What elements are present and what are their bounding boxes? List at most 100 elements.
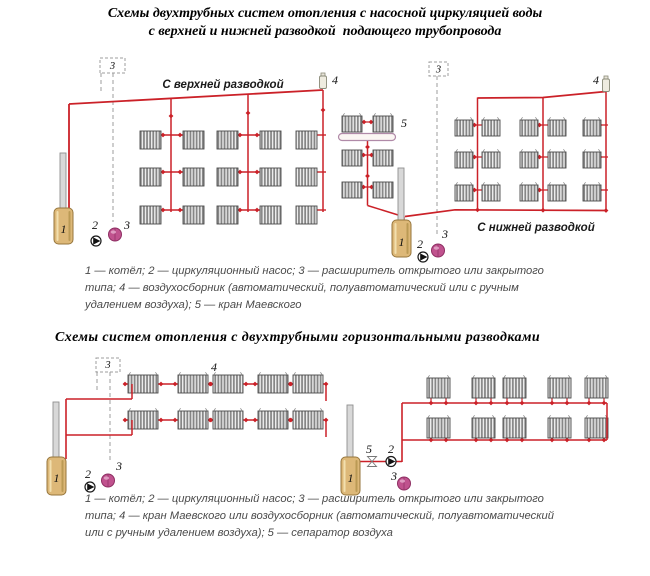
chimney [52, 401, 60, 458]
legend-line: типа; 4 — кран Маевского или воздухосбор… [85, 510, 554, 522]
chimney [346, 404, 354, 458]
radiator [502, 417, 527, 439]
maevsky-valve-icon [455, 181, 473, 185]
radiator [139, 205, 162, 225]
maevsky-valve-icon [213, 371, 243, 375]
label-maevsky-valve: 5 [401, 116, 407, 130]
maevsky-valve-icon [503, 414, 526, 418]
legend-line: 1 — котёл; 2 — циркуляционный насос; 3 —… [85, 265, 544, 277]
radiator [259, 167, 282, 187]
radiator [127, 374, 159, 394]
maevsky-valve-icon [293, 371, 323, 375]
label-expansion-tank: 3 [441, 227, 448, 241]
maevsky-valve-icon [342, 112, 362, 116]
maevsky-valve-icon [293, 407, 323, 411]
radiator [372, 149, 394, 167]
label-expansion-tank: 3 [123, 218, 130, 232]
legend-line: 1 — котёл; 2 — циркуляционный насос; 3 —… [85, 493, 544, 505]
labels-upper-distribution: 3 С верхней разводкой 4 1 2 3 [61, 61, 339, 236]
label-pump: 2 [388, 442, 394, 456]
maevsky-valve-icon [455, 148, 473, 152]
radiator [519, 184, 539, 202]
chimney [397, 167, 405, 221]
maevsky-valve-icon [482, 116, 500, 120]
main-title-line2: с верхней и нижней разводкой подающего т… [148, 23, 502, 39]
legend-top: 1 — котёл; 2 — циркуляционный насос; 3 —… [85, 263, 544, 314]
radiator [547, 151, 567, 169]
labels-lower-distribution: 5 3 4 1 2 3 С нижней разводкой [399, 65, 600, 252]
radiator [582, 184, 602, 202]
radiator [426, 417, 451, 439]
label-boiler: 1 [399, 235, 405, 249]
label-pump: 2 [92, 218, 98, 232]
legend-line: типа; 4 — воздухосборник (автоматический… [85, 282, 519, 294]
radiator [127, 410, 159, 430]
expansion-tank-alt-box [428, 61, 449, 77]
label-pump: 2 [417, 237, 423, 251]
maevsky-valve-icon [548, 148, 566, 152]
label-air-collector: 4 [211, 360, 217, 374]
label-boiler: 1 [348, 471, 354, 485]
radiator [341, 149, 363, 167]
diagram-horizontal-left [46, 357, 329, 496]
radiator [454, 119, 474, 137]
maevsky-valve-icon [427, 374, 450, 378]
maevsky-valve-icon [548, 181, 566, 185]
radiator [182, 167, 205, 187]
caption-upper-distribution: С верхней разводкой [162, 79, 283, 91]
legend-line: или с ручным удалением воздуха); 5 — сеп… [85, 527, 393, 539]
maevsky-valve-icon [503, 374, 526, 378]
boiler-symbol [46, 401, 67, 496]
label-boiler: 1 [54, 471, 60, 485]
radiator [295, 130, 318, 150]
radiator [519, 119, 539, 137]
radiator [582, 151, 602, 169]
radiator [292, 410, 324, 430]
main-title: Схемы двухтрубных систем отопления с нас… [0, 5, 650, 40]
maevsky-valve-icon [178, 371, 208, 375]
expansion-tank-symbol [101, 473, 115, 488]
radiator [216, 205, 239, 225]
chimney [59, 152, 67, 211]
radiator [139, 167, 162, 187]
radiator [259, 130, 282, 150]
diagram-horizontal-right [340, 374, 609, 496]
maevsky-valve-icon [213, 407, 243, 411]
radiator [212, 374, 244, 394]
label-pump: 2 [85, 467, 91, 481]
radiator [341, 115, 363, 133]
maevsky-valve-icon [128, 407, 158, 411]
air-loop-pipe [337, 132, 397, 142]
air-separator-symbol [366, 456, 378, 467]
pump-symbol [90, 235, 102, 247]
maevsky-valve-icon [427, 414, 450, 418]
labels-horizontal-right: 1 5 2 3 [348, 442, 398, 485]
legend-bottom: 1 — котёл; 2 — циркуляционный насос; 3 —… [85, 491, 554, 542]
radiator [481, 184, 501, 202]
maevsky-valve-icon [583, 116, 601, 120]
pump-symbol [84, 481, 96, 493]
expansion-tank-alt-box [95, 357, 121, 373]
radiator [584, 377, 609, 399]
radiator [502, 377, 527, 399]
radiator [182, 205, 205, 225]
label-expansion-tank: 3 [115, 459, 122, 473]
expansion-tank-symbol [397, 476, 411, 491]
maevsky-valve-icon [583, 181, 601, 185]
radiator [257, 410, 289, 430]
main-title-line1: Схемы двухтрубных систем отопления с нас… [107, 6, 543, 21]
maevsky-valve-icon [583, 148, 601, 152]
label-air-collector: 4 [332, 73, 338, 87]
label-boiler: 1 [61, 222, 67, 236]
radiator [547, 417, 572, 439]
label-expansion-tank-alt: 3 [109, 61, 115, 72]
maevsky-valve-icon [178, 407, 208, 411]
maevsky-valve-icon [482, 148, 500, 152]
maevsky-valve-icon [520, 116, 538, 120]
radiator [481, 151, 501, 169]
air-vent-symbol [319, 72, 327, 89]
maevsky-valve-icon [548, 374, 571, 378]
radiator [216, 167, 239, 187]
radiator [426, 377, 451, 399]
